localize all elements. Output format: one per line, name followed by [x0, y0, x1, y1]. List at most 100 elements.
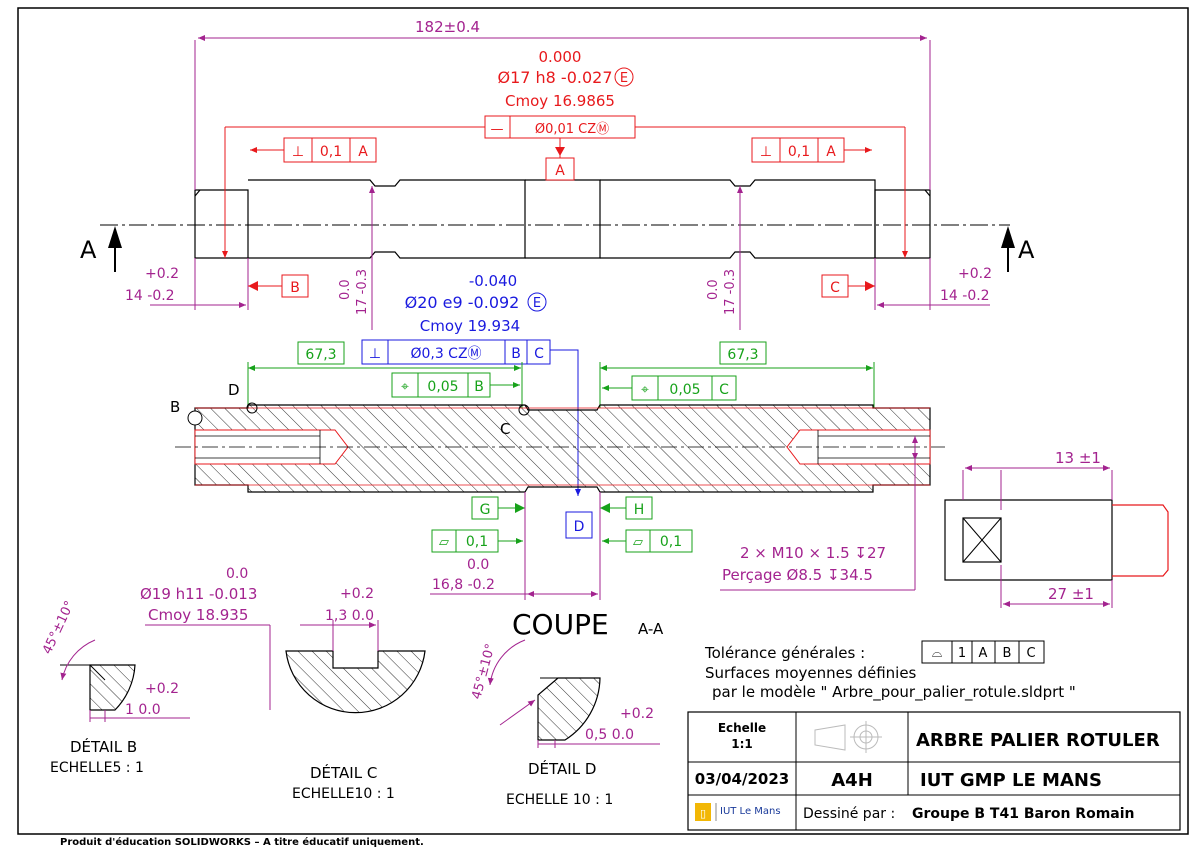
- left-end-main: 14 -0.2: [125, 288, 175, 304]
- fcf-tl-ref: A: [358, 144, 368, 160]
- tb-scale-value: 1:1: [731, 737, 753, 751]
- notes-general-label: Tolérance générales :: [704, 644, 865, 662]
- overall-length-text: 182±0.4: [415, 18, 480, 36]
- title-block: Echelle 1:1 ARBRE PALIER ROTULER 03/04/2…: [687, 711, 1181, 831]
- d20-dimension: -0.040 Ø20 e9 -0.092 E Cmoy 19.934: [405, 272, 547, 335]
- tb-date: 03/04/2023: [695, 770, 789, 788]
- datum-d: D: [574, 519, 585, 535]
- groove-right-upper: 0.0: [706, 279, 721, 300]
- notes-line2: Surfaces moyennes définies: [705, 664, 917, 682]
- detail-marker-d: D: [228, 381, 240, 399]
- right-end-upper: +0.2: [958, 266, 992, 282]
- fcf-straightness: — Ø0,01 CZⓂ A: [484, 115, 636, 181]
- datum-g: G: [480, 502, 491, 518]
- fcf-tr-val: 0,1: [788, 144, 810, 160]
- fcf-tl-val: 0,1: [320, 144, 342, 160]
- fcf-pl-sym: ⌖: [401, 379, 409, 395]
- detail-d: 45°±10° +0.2 0,5 0.0 DÉTAIL D ECHELLE 10…: [469, 639, 660, 808]
- detail-c-title: DÉTAIL C: [310, 763, 377, 782]
- detail-d-scale: ECHELLE 10 : 1: [506, 792, 613, 808]
- left-67-text: 67,3: [305, 347, 336, 363]
- right-end-main: 14 -0.2: [940, 288, 990, 304]
- section-arrow-left: A: [80, 226, 122, 272]
- fcf-pl-val: 0,05: [427, 379, 458, 395]
- side-view: 13 ±1 27 ±1: [944, 449, 1169, 608]
- left-end-dim: +0.2 14 -0.2: [125, 258, 249, 310]
- detail-d-title: DÉTAIL D: [528, 759, 596, 778]
- detail-b-scale: ECHELLE5 : 1: [50, 760, 144, 776]
- notes-line3: par le modèle " Arbre_pour_palier_rotule…: [712, 683, 1076, 702]
- fcf-top-value: Ø0,01 CZⓂ: [535, 122, 609, 137]
- center-upper: 0.0: [467, 557, 489, 573]
- fcf-pl-ref: B: [474, 379, 484, 395]
- detail-c-cmoy: Cmoy 18.935: [148, 606, 248, 624]
- thread-callout: 2 × M10 × 1.5 ↧27 Perçage Ø8.5 ↧34.5: [720, 436, 918, 591]
- tb-school: IUT GMP LE MANS: [920, 770, 1102, 791]
- section-title-suffix: A-A: [638, 620, 664, 638]
- detail-d-upper: +0.2: [620, 706, 654, 722]
- detail-c-d19-upper: 0.0: [226, 566, 248, 582]
- sheet-frame: [17, 7, 1189, 835]
- fcf-top-symbol: —: [491, 122, 504, 137]
- right-67-text: 67,3: [727, 347, 758, 363]
- left-end-upper: +0.2: [145, 266, 179, 282]
- fcf-pr-ref: C: [719, 382, 729, 398]
- tb-title: ARBRE PALIER ROTULER: [916, 730, 1160, 751]
- fcf-perp-left: ⊥ 0,1 A: [250, 137, 377, 163]
- footer-watermark: Produit d'éducation SOLIDWORKS – A titre…: [60, 836, 424, 848]
- side-bottom-dim: 27 ±1: [1048, 585, 1094, 603]
- school-logo-text: IUT Le Mans: [720, 806, 781, 817]
- datum-a: A: [555, 163, 565, 179]
- d20-main: Ø20 e9 -0.092: [405, 293, 520, 312]
- d17-dimension: 0.000 Ø17 h8 -0.027 E Cmoy 16.9865: [222, 48, 908, 258]
- center-main: 16,8 -0.2: [432, 577, 495, 593]
- fcf-fl-val: 0,1: [466, 534, 488, 550]
- d17-envelope: E: [620, 71, 628, 86]
- d17-upper-tol: 0.000: [539, 48, 582, 66]
- fcf-position-right: ⌖ 0,05 C: [602, 375, 737, 401]
- detail-c-groove-upper: +0.2: [340, 586, 374, 602]
- tb-drawn-label: Dessiné par :: [803, 806, 895, 822]
- left-67-dim: 67,3: [247, 341, 523, 408]
- fcf-blue-sym: ⊥: [369, 346, 381, 362]
- detail-b-title: DÉTAIL B: [70, 737, 137, 756]
- d20-upper: -0.040: [469, 272, 517, 290]
- detail-c-groove-main: 1,3 0.0: [325, 608, 374, 624]
- detail-b-angle: 45°±10°: [40, 599, 78, 657]
- groove-left-upper: 0.0: [338, 279, 353, 300]
- section-title-text: COUPE: [512, 608, 609, 641]
- groove-left-dim: 0.0 17 -0.3: [338, 186, 375, 330]
- gen-val: 1: [958, 646, 966, 661]
- fcf-fl-sym: ▱: [439, 535, 449, 550]
- gen-sym: ⌓: [932, 646, 942, 661]
- side-top-dim: 13 ±1: [1055, 449, 1101, 467]
- detail-markers: B D C: [170, 381, 530, 438]
- fcf-tl-sym: ⊥: [292, 144, 304, 160]
- gen-a: A: [979, 646, 988, 661]
- fcf-blue-c: C: [534, 346, 544, 362]
- groove-right-main: 17 -0.3: [723, 269, 738, 315]
- section-letter-left: A: [80, 236, 97, 264]
- overall-length-dim: 182±0.4: [194, 18, 931, 190]
- svg-text:▯: ▯: [700, 807, 706, 820]
- shaft-elevation: [194, 179, 931, 259]
- general-notes: Tolérance générales : ⌓ 1 A B C Surfaces…: [704, 640, 1076, 702]
- detail-d-main: 0,5 0.0: [585, 727, 634, 743]
- fcf-perp-blue: ⊥ Ø0,3 CZⓂ B C D: [361, 339, 593, 539]
- fcf-tr-ref: A: [826, 144, 836, 160]
- detail-c: +0.2 1,3 0.0 0.0 Ø19 h11 -0.013 Cmoy 18.…: [140, 566, 426, 802]
- detail-b-main: 1 0.0: [125, 702, 161, 718]
- fcf-blue-val: Ø0,3 CZⓂ: [410, 346, 481, 362]
- tb-format: A4H: [831, 770, 873, 791]
- tb-drawn-by: Groupe B T41 Baron Romain: [912, 806, 1135, 822]
- detail-c-d19-main: Ø19 h11 -0.013: [140, 585, 257, 603]
- detail-d-angle: 45°±10°: [469, 642, 498, 701]
- fcf-blue-b: B: [511, 346, 521, 362]
- gen-c: C: [1026, 646, 1035, 661]
- fcf-fr-sym: ▱: [633, 535, 643, 550]
- d17-main: Ø17 h8 -0.027: [497, 68, 612, 87]
- gen-b: B: [1003, 646, 1012, 661]
- right-end-dim: +0.2 14 -0.2: [874, 258, 992, 310]
- section-title: COUPE A-A: [512, 608, 664, 641]
